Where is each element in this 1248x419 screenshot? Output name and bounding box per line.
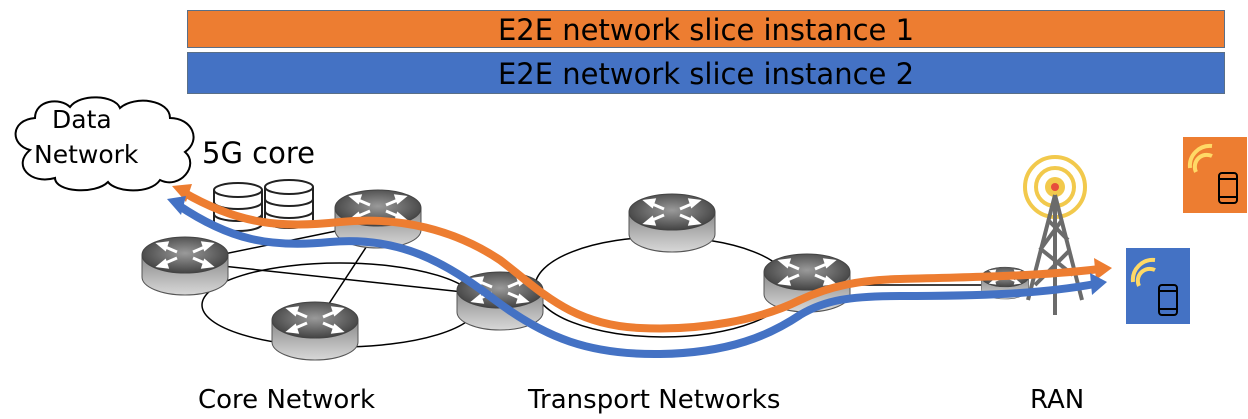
data-network-cloud <box>14 96 195 192</box>
cell-tower-icon <box>1023 155 1087 315</box>
router-icon <box>270 300 360 362</box>
data-network-label-line1: Data <box>52 105 112 134</box>
router-icon <box>627 192 717 254</box>
core-network-label: Core Network <box>198 385 375 415</box>
data-network-label-line2: Network <box>34 140 139 169</box>
slice-instance-1-bar: E2E network slice instance 1 <box>187 10 1225 48</box>
router-icon <box>140 235 230 297</box>
ran-label: RAN <box>1030 385 1085 415</box>
device-slice-2 <box>1126 248 1190 324</box>
slice-instance-2-bar: E2E network slice instance 2 <box>187 52 1225 94</box>
device-slice-1 <box>1183 137 1247 213</box>
5g-core-label: 5G core <box>202 136 315 170</box>
slice-2-path <box>167 196 1107 359</box>
slice-1-path <box>172 184 1112 333</box>
transport-networks-label: Transport Networks <box>528 385 781 415</box>
